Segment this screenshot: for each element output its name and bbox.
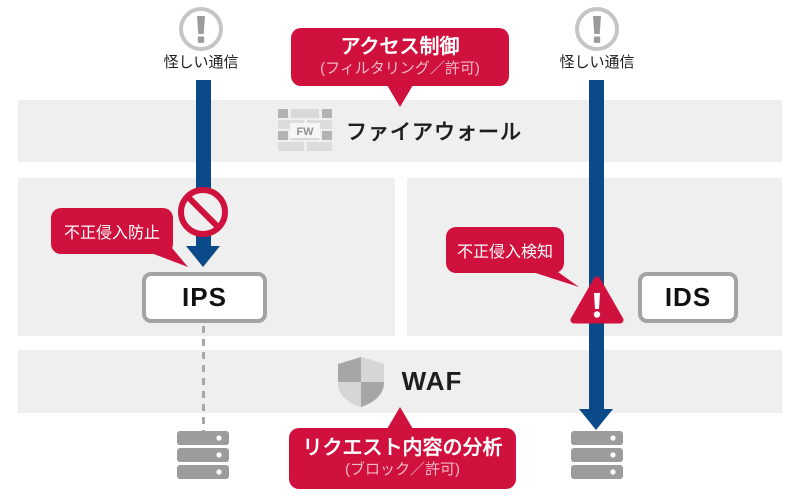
left-source-label: 怪しい通信 <box>163 54 239 71</box>
right-flow-line <box>589 80 604 410</box>
right-flow-arrowhead <box>579 409 613 430</box>
access-control-pointer <box>387 85 413 107</box>
intrusion-detection-label: 不正侵入検知 <box>456 244 553 261</box>
intrusion-detection-callout: 不正侵入検知 <box>446 227 564 273</box>
access-control-title: アクセス制御 <box>340 36 460 58</box>
ips-blocked-dashed-line <box>202 326 205 432</box>
ids-label: IDS <box>664 282 712 312</box>
left-flow-line <box>196 80 211 196</box>
intrusion-prevention-label: 不正侵入防止 <box>63 225 160 242</box>
waf-label: WAF <box>401 366 463 396</box>
intrusion-detection-tail <box>517 267 579 287</box>
waf-band: WAF <box>18 350 782 413</box>
access-control-subtitle: (フィルタリング／許可) <box>320 60 480 77</box>
intrusion-prevention-tail <box>138 248 188 267</box>
right-source-label: 怪しい通信 <box>559 54 635 71</box>
firewall-label: ファイアウォール <box>346 121 522 144</box>
firewall-brick-icon: FW <box>278 109 332 151</box>
access-control-callout: アクセス制御 (フィルタリング／許可) <box>291 28 509 86</box>
left-flow-arrowhead <box>186 246 220 267</box>
request-analysis-callout: リクエスト内容の分析 (ブロック／許可) <box>289 428 516 489</box>
server-stack-icon <box>177 431 229 479</box>
firewall-band: FW ファイアウォール <box>18 100 782 162</box>
warning-triangle-icon <box>570 276 624 324</box>
fw-icon-text: FW <box>296 126 314 138</box>
alert-circle-icon <box>575 7 619 51</box>
intrusion-prevention-callout: 不正侵入防止 <box>51 208 173 254</box>
ips-box: IPS <box>142 272 267 323</box>
shield-icon <box>337 356 384 407</box>
server-stack-icon <box>571 431 623 479</box>
alert-circle-icon <box>179 7 223 51</box>
request-analysis-title: リクエスト内容の分析 <box>302 437 503 459</box>
request-analysis-subtitle: (ブロック／許可) <box>345 461 460 478</box>
no-entry-icon <box>178 187 228 237</box>
request-analysis-pointer <box>387 407 413 429</box>
ids-box: IDS <box>638 272 738 323</box>
ips-label: IPS <box>182 282 227 312</box>
